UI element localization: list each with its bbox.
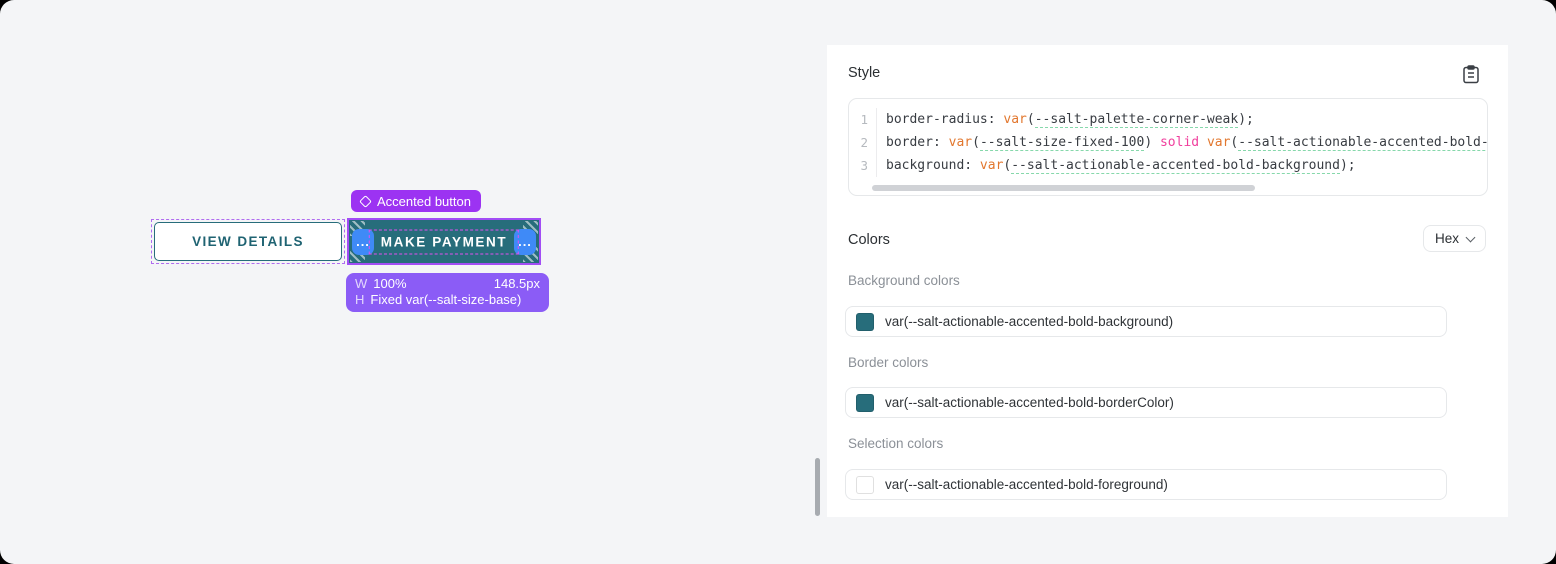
code-line: 3 background: var(--salt-actionable-accen… bbox=[849, 154, 1487, 177]
line-number: 1 bbox=[860, 112, 868, 127]
width-dim-label: W bbox=[355, 276, 368, 291]
chevron-down-icon bbox=[1465, 232, 1476, 242]
code-horizontal-scrollbar[interactable] bbox=[872, 185, 1255, 191]
color-token-row[interactable]: var(--salt-actionable-accented-bold-bord… bbox=[845, 387, 1447, 418]
component-diamond-icon bbox=[359, 194, 372, 208]
code-text: background: var(--salt-actionable-accent… bbox=[876, 154, 1487, 177]
inspect-panel: Style 1 border-radius: var(--salt-palette… bbox=[827, 45, 1508, 517]
make-payment-button[interactable]: ... ... MAKE PAYMENT bbox=[347, 218, 541, 265]
view-details-selection-outline: VIEW DETAILS bbox=[151, 219, 345, 264]
color-swatch bbox=[856, 312, 874, 331]
code-line: 1 border-radius: var(--salt-palette-corne… bbox=[849, 108, 1487, 131]
code-text: border: var(--salt-size-fixed-100) solid… bbox=[876, 131, 1487, 154]
view-details-button[interactable]: VIEW DETAILS bbox=[154, 222, 342, 261]
code-line: 2 border: var(--salt-size-fixed-100) soli… bbox=[849, 131, 1487, 154]
color-format-dropdown[interactable]: Hex bbox=[1422, 225, 1486, 252]
color-group-label: Selection colors bbox=[848, 436, 944, 451]
code-text: border-radius: var(--salt-palette-corner… bbox=[876, 108, 1487, 131]
color-group-label: Border colors bbox=[848, 355, 929, 370]
code-lines: 1 border-radius: var(--salt-palette-corne… bbox=[849, 108, 1487, 177]
line-number: 2 bbox=[860, 135, 868, 150]
clipboard-icon bbox=[1463, 64, 1479, 83]
color-format-value: Hex bbox=[1434, 231, 1459, 246]
color-token-row[interactable]: var(--salt-actionable-accented-bold-back… bbox=[845, 306, 1447, 337]
color-token-value: var(--salt-actionable-accented-bold-fore… bbox=[885, 477, 1168, 492]
size-tooltip: W 100% 148.5px H Fixed var(--salt-size-bas… bbox=[346, 273, 549, 312]
color-token-value: var(--salt-actionable-accented-bold-bord… bbox=[885, 395, 1174, 410]
colors-section-title: Colors bbox=[848, 232, 890, 248]
style-code-block[interactable]: 1 border-radius: var(--salt-palette-corne… bbox=[848, 98, 1488, 196]
color-token-value: var(--salt-actionable-accented-bold-back… bbox=[885, 314, 1174, 329]
resize-handle-right[interactable]: ... bbox=[514, 228, 536, 255]
panel-vertical-scrollbar[interactable] bbox=[815, 458, 820, 516]
color-group-label: Background colors bbox=[848, 273, 960, 288]
copy-code-button[interactable] bbox=[1460, 62, 1482, 86]
height-value: Fixed var(--salt-size-base) bbox=[370, 292, 522, 307]
color-swatch bbox=[856, 475, 874, 494]
resize-handle-left[interactable]: ... bbox=[352, 228, 374, 255]
line-number: 3 bbox=[860, 158, 868, 173]
color-swatch bbox=[856, 393, 874, 412]
style-section-title: Style bbox=[848, 65, 881, 81]
badge-label: Accented button bbox=[377, 193, 471, 209]
make-payment-label: MAKE PAYMENT bbox=[368, 229, 520, 254]
width-value: 100% bbox=[373, 276, 407, 291]
height-dim-label: H bbox=[355, 292, 365, 307]
accented-button-badge: Accented button bbox=[351, 190, 481, 212]
color-token-row[interactable]: var(--salt-actionable-accented-bold-fore… bbox=[845, 469, 1447, 500]
width-pixels: 148.5px bbox=[493, 276, 540, 291]
